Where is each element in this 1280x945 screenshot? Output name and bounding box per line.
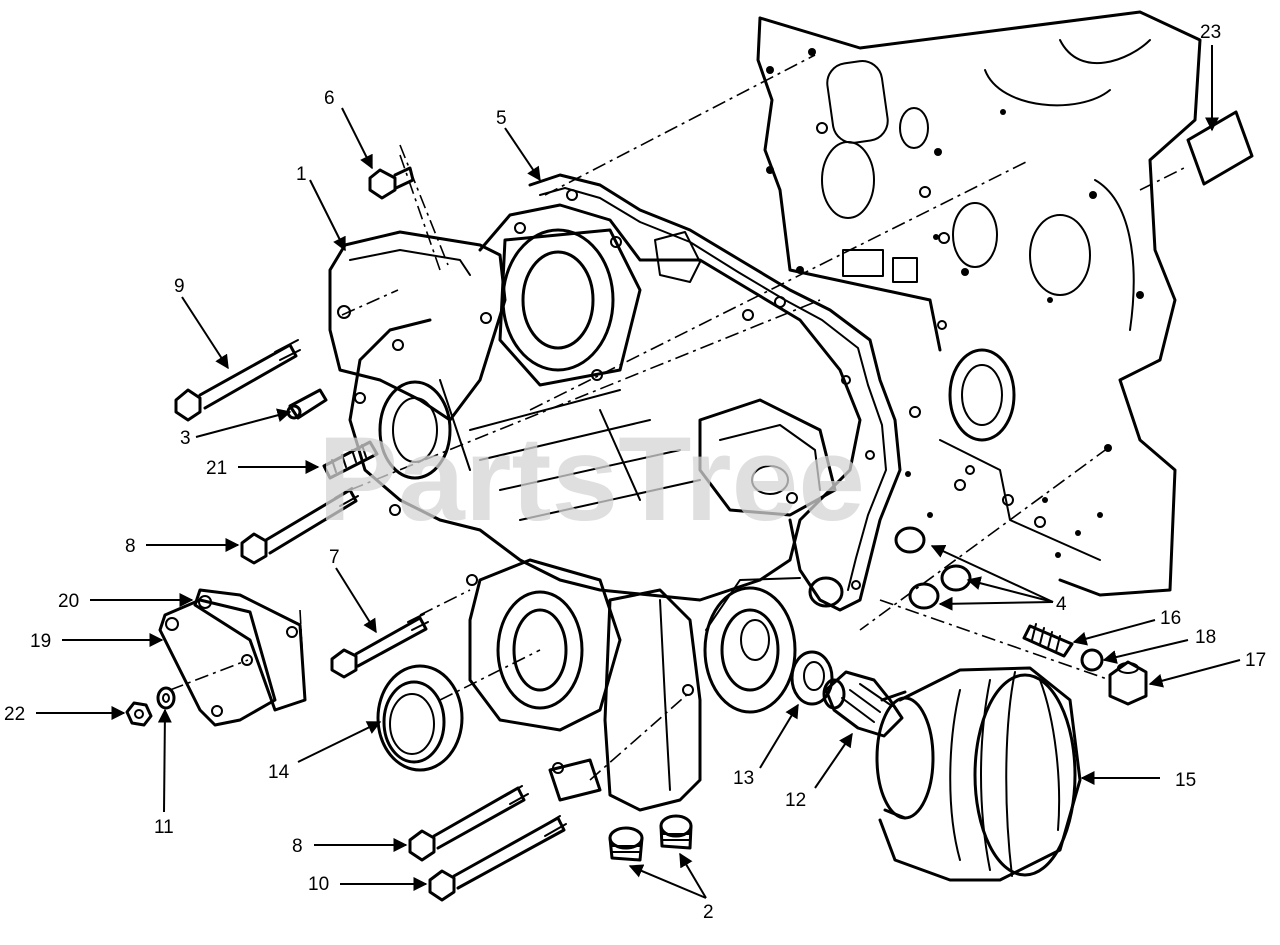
callout-22: 22 xyxy=(4,704,25,725)
callout-8-upper: 8 xyxy=(125,536,136,557)
callout-4: 4 xyxy=(1056,594,1067,615)
callout-2: 2 xyxy=(703,902,714,923)
oil-filter-15 xyxy=(875,666,1082,882)
callout-23: 23 xyxy=(1200,22,1221,43)
stud-21 xyxy=(322,440,379,480)
fitting-12 xyxy=(822,670,904,738)
callout-14: 14 xyxy=(268,762,290,783)
gasket-13 xyxy=(790,650,834,706)
nut-22 xyxy=(125,701,153,727)
callout-17: 17 xyxy=(1245,650,1266,671)
cover-plate xyxy=(158,588,307,727)
callout-20: 20 xyxy=(58,591,79,612)
assembly-centerlines xyxy=(169,54,1189,781)
watermark-text: PartsTree xyxy=(318,412,865,546)
callout-8-lower: 8 xyxy=(292,836,303,857)
plug-2 xyxy=(608,814,693,862)
relief-spring-16 xyxy=(1022,623,1074,658)
callout-18: 18 xyxy=(1195,627,1216,648)
callout-12: 12 xyxy=(785,790,806,811)
bolt-10 xyxy=(428,815,567,902)
engine-block xyxy=(756,10,1202,597)
bolt-9 xyxy=(174,339,301,422)
callout-10: 10 xyxy=(308,874,329,895)
callout-7: 7 xyxy=(329,547,340,568)
decal-23 xyxy=(1186,110,1254,186)
bolt-7 xyxy=(330,613,429,679)
callout-6: 6 xyxy=(324,88,335,109)
callout-5: 5 xyxy=(496,108,507,129)
callout-16: 16 xyxy=(1160,608,1181,629)
oil-seal-14 xyxy=(376,664,464,772)
callout-19: 19 xyxy=(30,631,51,652)
callout-labels: 1 2 3 4 5 6 7 8 8 9 10 11 12 13 14 15 16… xyxy=(4,22,1266,923)
callout-1: 1 xyxy=(296,164,307,185)
leader-lines xyxy=(36,45,1241,899)
callout-21: 21 xyxy=(206,458,227,479)
callout-3: 3 xyxy=(180,428,191,449)
relief-ball-18 xyxy=(1080,648,1104,672)
timing-cover-gasket xyxy=(528,173,902,612)
bolt-8-upper xyxy=(240,487,359,565)
callout-9: 9 xyxy=(174,276,185,297)
relief-cap-17 xyxy=(1108,660,1148,706)
bolt-8-lower xyxy=(408,785,529,862)
callout-11: 11 xyxy=(154,817,174,838)
callout-13: 13 xyxy=(733,768,754,789)
callout-15: 15 xyxy=(1175,770,1196,791)
bolt-6 xyxy=(368,166,415,200)
washer-11 xyxy=(156,686,176,710)
